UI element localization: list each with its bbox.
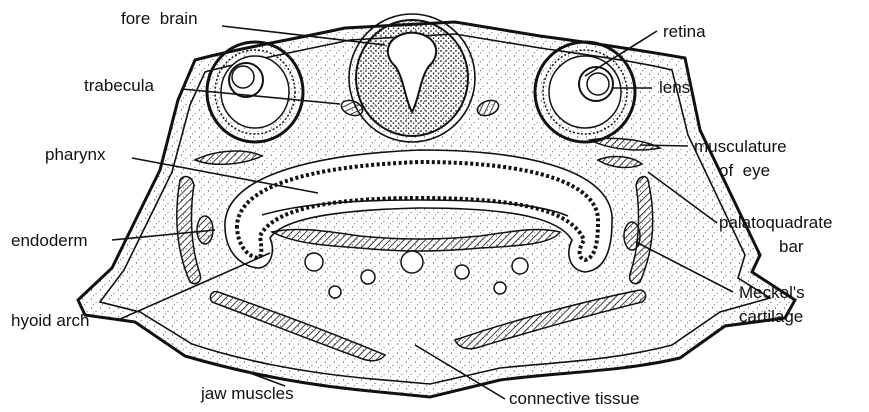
label-fore-brain: fore brain <box>121 9 198 28</box>
label-lens: lens <box>659 78 690 97</box>
label-endoderm: endoderm <box>11 231 88 250</box>
label-hyoid-arch: hyoid arch <box>11 311 89 330</box>
label-meckels-line1: Meckel's <box>739 283 805 302</box>
label-trabecula: trabecula <box>84 76 154 95</box>
label-pharynx: pharynx <box>45 145 106 164</box>
label-musculature-line1: musculature <box>694 137 787 156</box>
right-eye <box>535 42 635 142</box>
label-meckels-line2: cartilage <box>739 307 803 326</box>
label-jaw-muscles: jaw muscles <box>200 384 294 403</box>
label-connective-tissue: connective tissue <box>509 389 639 408</box>
label-palatoquadrate-line1: palatoquadrate <box>719 213 832 232</box>
label-musculature-line2: of eye <box>719 161 770 180</box>
label-palatoquadrate-line2: bar <box>779 237 804 256</box>
label-retina: retina <box>663 22 706 41</box>
